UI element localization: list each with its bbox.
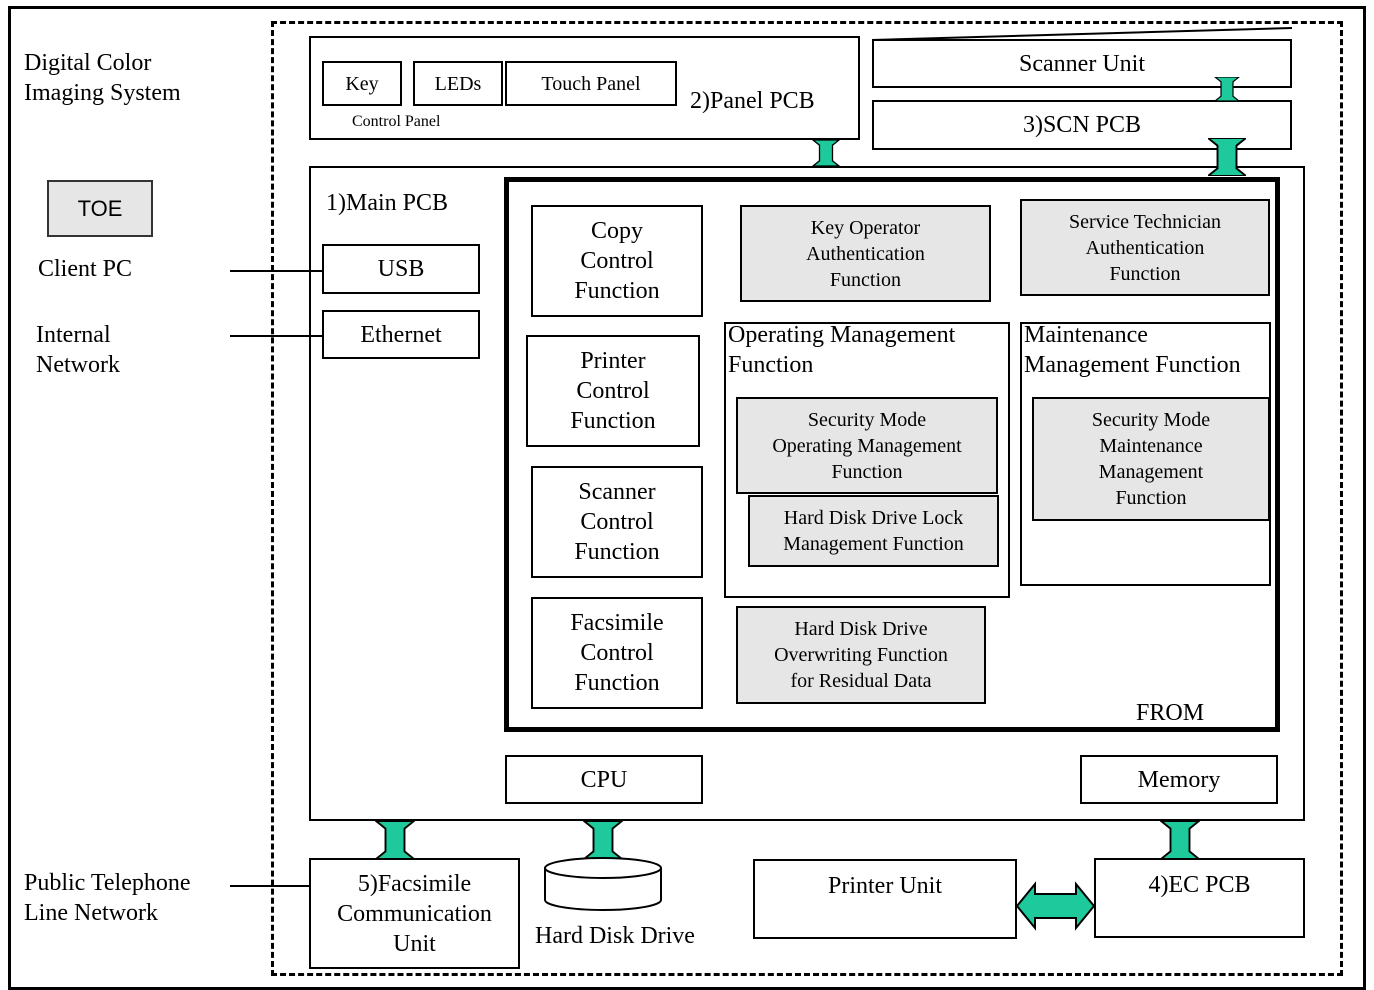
arrow-scanner-scn: [1214, 77, 1240, 101]
client-pc-label: Client PC: [38, 256, 133, 282]
scanner-unit-line: [871, 27, 1293, 41]
scn-pcb: 3)SCN PCB: [872, 100, 1292, 150]
security-mode-operating-mgmt: Security Mode Operating Management Funct…: [736, 397, 998, 494]
cpu-box: CPU: [505, 755, 703, 804]
maintenance-mgmt-title: Maintenance Management Function: [1024, 322, 1241, 378]
outer-frame: [8, 6, 1366, 990]
main-pcb-title: 1)Main PCB: [326, 190, 449, 216]
printer-unit: Printer Unit: [753, 859, 1017, 939]
arrow-panel-main: [812, 140, 840, 166]
scanner-control-function: Scanner Control Function: [531, 466, 703, 578]
hdd-overwrite-function: Hard Disk Drive Overwriting Function for…: [736, 606, 986, 704]
internal-network-label: Internal Network: [36, 322, 120, 378]
service-tech-auth-function: Service Technician Authentication Functi…: [1020, 199, 1270, 296]
key-box: Key: [322, 61, 402, 106]
ethernet-box: Ethernet: [322, 310, 480, 359]
printer-control-function: Printer Control Function: [526, 335, 700, 447]
toe-legend: TOE: [47, 180, 153, 237]
facsimile-communication-unit: 5)Facsimile Communication Unit: [309, 858, 520, 969]
arrow-printer-ec: [1015, 881, 1096, 931]
copy-control-function: Copy Control Function: [531, 205, 703, 317]
key-operator-auth-function: Key Operator Authentication Function: [740, 205, 991, 302]
from-box: [504, 177, 1280, 732]
usb-box: USB: [322, 244, 480, 294]
system-boundary: [271, 21, 1343, 976]
security-mode-maintenance-mgmt: Security Mode Maintenance Management Fun…: [1032, 397, 1270, 521]
panel-pcb-title: 2)Panel PCB: [690, 88, 815, 114]
arrow-main-fax: [375, 821, 415, 859]
system-label: Digital Color Imaging System: [24, 50, 181, 106]
operating-mgmt-title: Operating Management Function: [728, 322, 956, 378]
facsimile-control-function: Facsimile Control Function: [531, 597, 703, 709]
control-panel-label: Control Panel: [352, 113, 441, 130]
arrow-main-hdd: [583, 821, 623, 859]
arrow-scn-main: [1208, 138, 1246, 176]
ec-pcb: 4)EC PCB: [1094, 858, 1305, 938]
hard-disk-drive-label: Hard Disk Drive: [535, 923, 695, 949]
arrow-main-ec: [1160, 821, 1200, 859]
from-label: FROM: [1136, 700, 1205, 726]
hdd-lock-mgmt-function: Hard Disk Drive Lock Management Function: [748, 495, 999, 567]
memory-box: Memory: [1080, 755, 1278, 804]
public-telephone-label: Public Telephone Line Network: [24, 870, 191, 926]
hard-disk-drive-icon: [544, 857, 662, 911]
touch-panel-box: Touch Panel: [505, 61, 677, 106]
leds-box: LEDs: [413, 61, 503, 106]
